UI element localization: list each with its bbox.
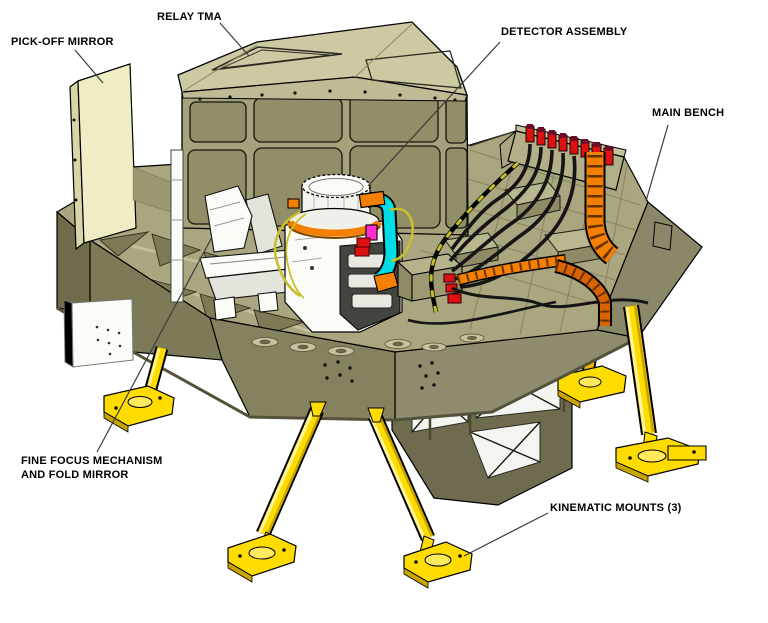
electronics-box [396,253,464,304]
label-pick-off-mirror: PICK-OFF MIRROR [11,36,114,48]
bench-bosses [251,333,485,356]
leader-lines [74,22,669,557]
label-fine-focus: FINE FOCUS MECHANISM AND FOLD MIRROR [21,455,163,481]
kinematic-mount-left [103,346,175,433]
label-main-bench: MAIN BENCH [652,107,725,119]
relay-tma-housing [170,21,469,303]
detector-assembly [273,173,414,333]
eave-bolts [198,89,457,102]
label-detector-assembly: DETECTOR ASSEMBLY [501,26,628,38]
kinematic-mount-right [615,304,707,483]
connector-panel [499,124,627,191]
label-kinematic-mounts: KINEMATIC MOUNTS (3) [550,502,682,514]
pick-off-mirror [69,63,137,251]
label-relay-tma: RELAY TMA [157,11,222,23]
kinematic-mount-front-bipod [227,401,473,589]
bolt-holes [323,360,440,390]
cable-harnesses [407,143,649,326]
access-panel [63,298,134,368]
